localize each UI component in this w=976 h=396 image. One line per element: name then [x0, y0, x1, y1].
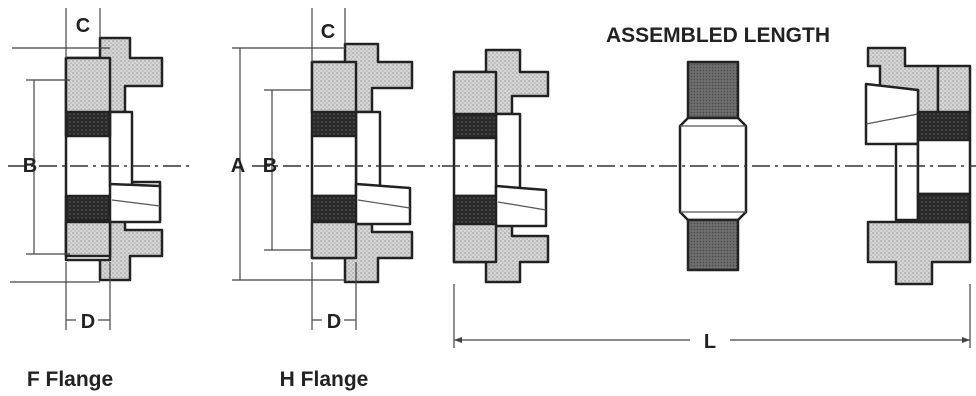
assembled-left-flange: [452, 48, 550, 284]
f-flange-dim-b: B: [23, 155, 37, 177]
h-flange-dim-c: C: [321, 21, 335, 43]
f-flange-dim-d: D: [81, 311, 95, 333]
f-flange-bore: [108, 110, 134, 188]
h-flange-upper-stipple: [310, 60, 358, 114]
f-flange-lower-stipple: [64, 220, 112, 258]
f-flange-caption: F Flange: [27, 368, 113, 391]
f-flange-drawing: [64, 36, 164, 282]
assembled-length-title: ASSEMBLED LENGTH: [606, 24, 830, 47]
h-flange-dim-d: D: [327, 311, 341, 333]
f-flange-dim-c: C: [76, 15, 90, 37]
f-flange-lower-elastomer: [64, 194, 112, 222]
h-flange-caption: H Flange: [280, 368, 369, 391]
f-flange-upper-elastomer: [64, 110, 112, 138]
h-flange-bore: [354, 110, 382, 188]
h-flange-dim-a: A: [231, 155, 245, 177]
h-flange-lower-stipple: [310, 220, 358, 260]
h-flange-lower-elastomer: [310, 194, 358, 224]
assembled-right-flange: [864, 46, 972, 286]
h-flange-upper-elastomer: [310, 110, 358, 138]
h-flange-dim-b: B: [263, 155, 277, 177]
h-flange-drawing: [310, 42, 414, 284]
f-flange-upper-stipple: [64, 56, 112, 114]
spacer-shaft: [678, 60, 748, 272]
assembled-dim-l: L: [704, 331, 716, 353]
